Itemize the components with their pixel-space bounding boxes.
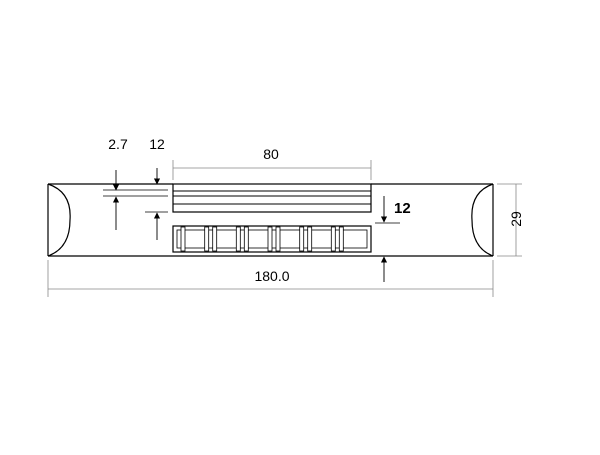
upper-rail	[172, 183, 372, 213]
slot-cells	[180, 226, 344, 252]
slot-cell-divider	[330, 226, 336, 252]
dimension-80: 80	[172, 146, 372, 180]
dimension-12-side: 12	[375, 196, 411, 282]
dimension-2-7: 2.7	[103, 136, 168, 230]
lower-slot	[172, 225, 372, 253]
right-end-curve	[471, 183, 494, 257]
slot-cell-post	[180, 226, 186, 252]
slot-cell-divider	[299, 226, 305, 252]
slot-cell-post	[212, 226, 218, 252]
slot-cell-post	[243, 226, 249, 252]
dimension-180: 180.0	[47, 260, 494, 297]
dimension-12-top: 12	[145, 136, 168, 240]
slot-cell-post	[338, 226, 344, 252]
dim-12-top-label: 12	[149, 136, 165, 152]
left-end-curve	[47, 183, 71, 257]
slot-cell-post	[307, 226, 313, 252]
dim-80-label: 80	[263, 146, 279, 162]
part-outline	[47, 183, 494, 257]
slot-cell-divider	[235, 226, 241, 252]
dimension-29: 29	[497, 183, 524, 257]
dim-29-label: 29	[508, 211, 524, 227]
upper-rail-outer	[172, 183, 372, 213]
dim-12-side-label: 12	[394, 200, 411, 217]
slot-cell-divider	[267, 226, 273, 252]
dim-180-label: 180.0	[254, 268, 289, 284]
dim-2-7-label: 2.7	[108, 136, 128, 152]
slot-cell-divider	[204, 226, 210, 252]
slot-cell-post	[275, 226, 281, 252]
lower-slot-outer	[172, 225, 372, 253]
